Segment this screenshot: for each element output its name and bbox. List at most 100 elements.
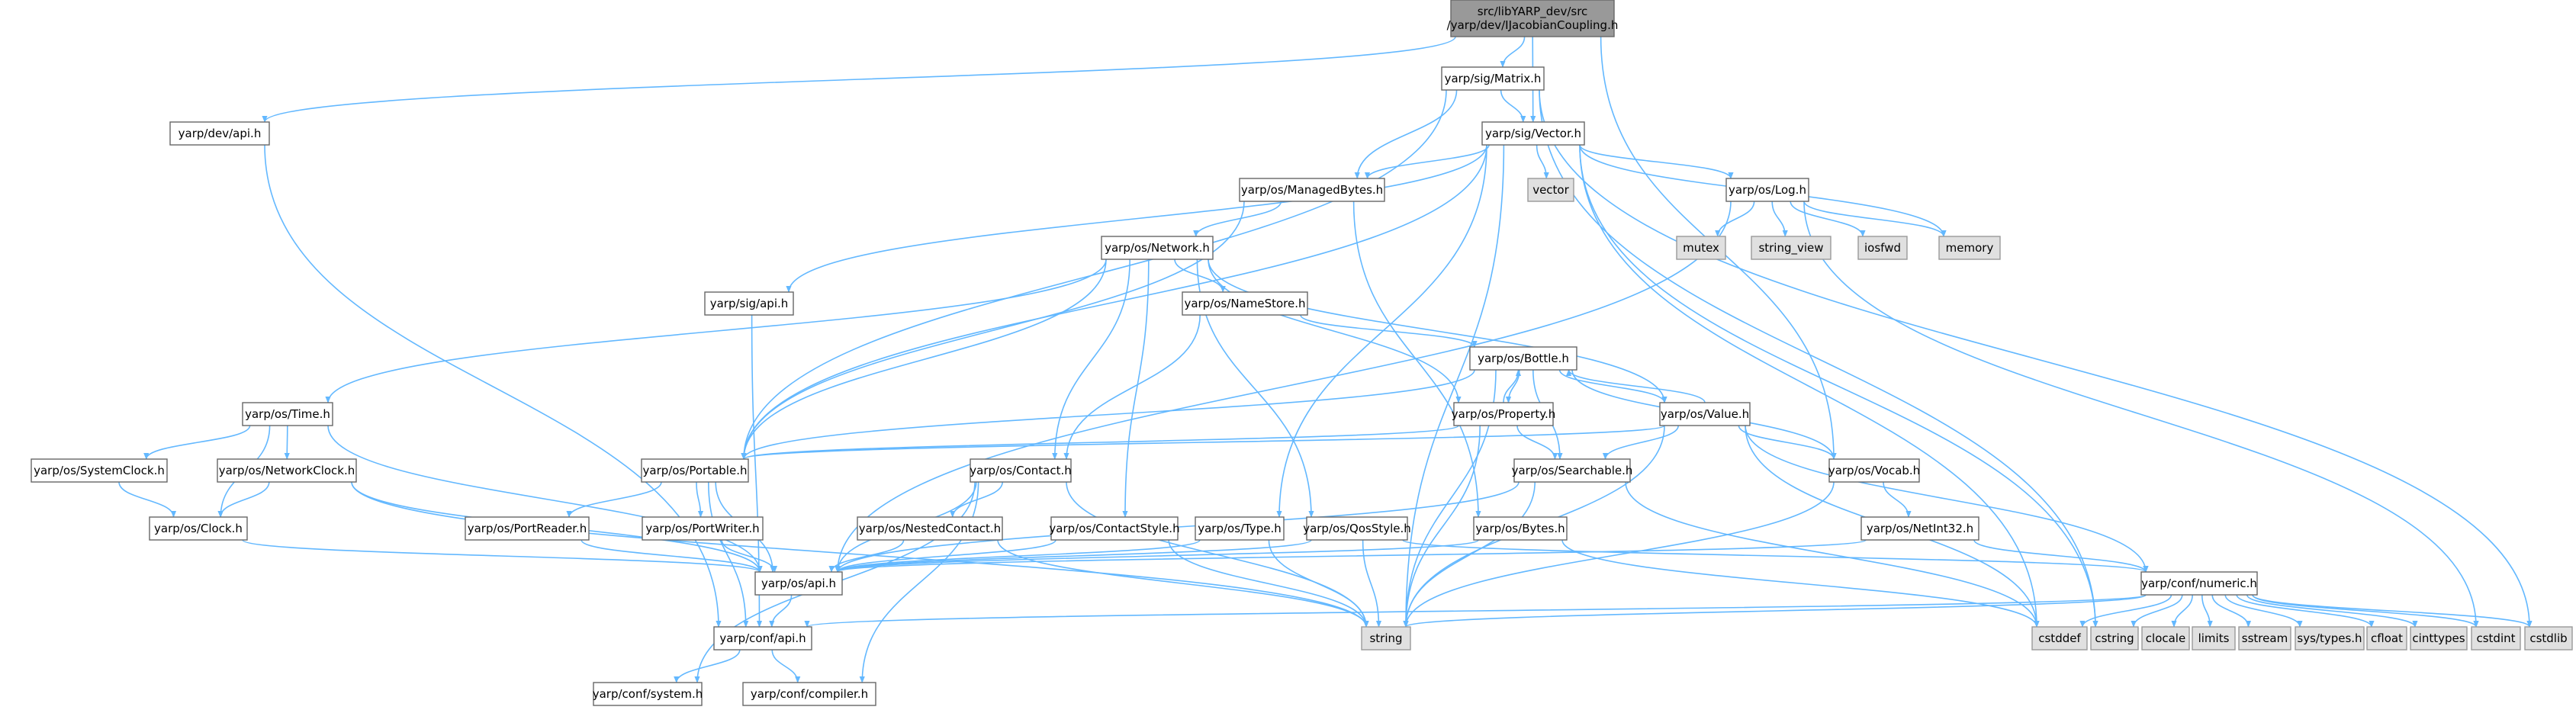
edge-property-to-bottle: [1503, 369, 1522, 403]
node-box: [1676, 236, 1726, 260]
edge-vector-to-sigapi: [786, 144, 1487, 293]
node-sigapi[interactable]: yarp/sig/api.h: [704, 291, 794, 316]
node-label: yarp/conf/system.h: [593, 687, 703, 701]
edge-log-to-string_view: [1771, 201, 1788, 237]
node-box: [2192, 626, 2236, 651]
node-box: [704, 291, 794, 316]
edge-value-to-vocab: [1738, 425, 1837, 460]
node-contactstyle[interactable]: yarp/os/ContactStyle.h: [1049, 516, 1180, 541]
node-label: yarp/os/SystemClock.h: [34, 464, 165, 477]
node-network[interactable]: yarp/os/Network.h: [1101, 236, 1214, 260]
node-qosstyle[interactable]: yarp/os/QosStyle.h: [1303, 516, 1411, 541]
node-label: cstring: [2095, 631, 2134, 645]
node-vocab[interactable]: yarp/os/Vocab.h: [1828, 458, 1920, 483]
node-searchable[interactable]: yarp/os/Searchable.h: [1512, 458, 1633, 483]
node-cstring: cstring: [2090, 626, 2139, 651]
node-osapi[interactable]: yarp/os/api.h: [754, 571, 843, 596]
node-confapi[interactable]: yarp/conf/api.h: [713, 626, 812, 651]
node-matrix[interactable]: yarp/sig/Matrix.h: [1441, 66, 1545, 91]
node-label: memory: [1946, 241, 1994, 255]
node-label: yarp/os/Network.h: [1105, 241, 1210, 255]
edge-bytes-to-osapi: [835, 539, 1479, 573]
edge-matrix-to-cstring: [1539, 89, 2098, 628]
edge-value-to-bottle: [1565, 369, 1706, 403]
edge-log-to-osapi: [835, 201, 1732, 573]
edge-numeric-to-string: [1403, 594, 2147, 628]
node-box: [217, 458, 357, 483]
edge-numeric-to-cstdlib: [2252, 594, 2533, 628]
node-box: [2031, 626, 2088, 651]
node-type[interactable]: yarp/os/Type.h: [1195, 516, 1285, 541]
node-label: yarp/os/NameStore.h: [1184, 297, 1305, 310]
node-devapi[interactable]: yarp/dev/api.h: [169, 121, 270, 146]
node-managedbytes[interactable]: yarp/os/ManagedBytes.h: [1239, 178, 1385, 202]
node-portreader[interactable]: yarp/os/PortReader.h: [465, 516, 590, 541]
node-portwriter[interactable]: yarp/os/PortWriter.h: [642, 516, 764, 541]
edge-numeric-to-cfloat: [2236, 594, 2375, 628]
node-namestore[interactable]: yarp/os/NameStore.h: [1182, 291, 1308, 316]
node-bottle[interactable]: yarp/os/Bottle.h: [1469, 346, 1577, 371]
node-portable[interactable]: yarp/os/Portable.h: [641, 458, 749, 483]
edge-log-to-mutex: [1715, 201, 1755, 237]
node-label: iosfwd: [1864, 241, 1901, 255]
node-box: [1239, 178, 1385, 202]
node-confcompiler[interactable]: yarp/conf/compiler.h: [742, 682, 876, 706]
edge-netint32-to-numeric: [1973, 539, 2149, 573]
edge-numeric-to-cinttypes: [2246, 594, 2418, 628]
edge-vector-to-cstddef: [1579, 144, 2040, 628]
edge-bottle-to-portable: [741, 369, 1475, 460]
node-box: [1725, 178, 1809, 202]
node-numeric[interactable]: yarp/conf/numeric.h: [2140, 571, 2258, 596]
node-clock[interactable]: yarp/os/Clock.h: [149, 516, 248, 541]
node-confsystem[interactable]: yarp/conf/system.h: [593, 682, 703, 706]
edge-vocab-to-string: [1403, 481, 1835, 628]
node-log[interactable]: yarp/os/Log.h: [1725, 178, 1809, 202]
node-property[interactable]: yarp/os/Property.h: [1452, 402, 1555, 426]
node-label: clocale: [2146, 631, 2185, 645]
node-nestedcontact[interactable]: yarp/os/NestedContact.h: [857, 516, 1003, 541]
node-vector[interactable]: yarp/sig/Vector.h: [1481, 121, 1585, 146]
node-box: [2140, 571, 2258, 596]
edge-clock-to-osapi: [242, 539, 763, 573]
edge-numeric-to-limits: [2201, 594, 2213, 628]
node-box: [742, 682, 876, 706]
edge-time-to-osapi: [327, 425, 763, 573]
node-cstdlib: cstdlib: [2524, 626, 2573, 651]
node-label: yarp/os/Vocab.h: [1828, 464, 1920, 477]
node-box: [2366, 626, 2407, 651]
edge-osapi-to-confapi: [769, 594, 793, 628]
node-netint32[interactable]: yarp/os/NetInt32.h: [1860, 516, 1979, 541]
node-label: yarp/os/Type.h: [1198, 522, 1282, 535]
node-time[interactable]: yarp/os/Time.h: [242, 402, 333, 426]
node-value[interactable]: yarp/os/Value.h: [1659, 402, 1751, 426]
node-sstream: sstream: [2238, 626, 2291, 651]
node-box: [169, 121, 270, 146]
node-box: [1450, 0, 1615, 37]
node-iosfwd: iosfwd: [1857, 236, 1908, 260]
node-label: yarp/conf/compiler.h: [751, 687, 868, 701]
node-label: yarp/os/PortWriter.h: [645, 522, 759, 535]
edge-network-to-time: [325, 259, 1107, 403]
node-label: sys/types.h: [2297, 631, 2362, 645]
node-contact[interactable]: yarp/os/Contact.h: [970, 458, 1072, 483]
node-label: yarp/os/ContactStyle.h: [1049, 522, 1179, 535]
node-bytes[interactable]: yarp/os/Bytes.h: [1473, 516, 1568, 541]
edge-netint32-to-osapi: [835, 539, 1867, 573]
edge-matrix-to-vector: [1500, 89, 1526, 123]
node-cfloat: cfloat: [2366, 626, 2407, 651]
edge-managedbytes-to-bytes: [1352, 201, 1481, 518]
edge-vector-to-cstring: [1579, 144, 2098, 628]
edge-portable-to-portwriter: [696, 481, 704, 518]
node-cstddef: cstddef: [2031, 626, 2088, 651]
edge-vector-to-vectorstd: [1536, 144, 1549, 179]
edge-type-to-osapi: [835, 539, 1201, 573]
edge-numeric-to-clocale: [2171, 594, 2193, 628]
edge-root-to-matrix: [1500, 36, 1526, 68]
node-box: [1513, 458, 1631, 483]
node-systemclock[interactable]: yarp/os/SystemClock.h: [31, 458, 168, 483]
edge-network-to-property: [1208, 259, 1462, 403]
edge-portable-to-confapi: [708, 481, 749, 628]
node-box: [1527, 178, 1574, 202]
node-networkclock[interactable]: yarp/os/NetworkClock.h: [217, 458, 357, 483]
